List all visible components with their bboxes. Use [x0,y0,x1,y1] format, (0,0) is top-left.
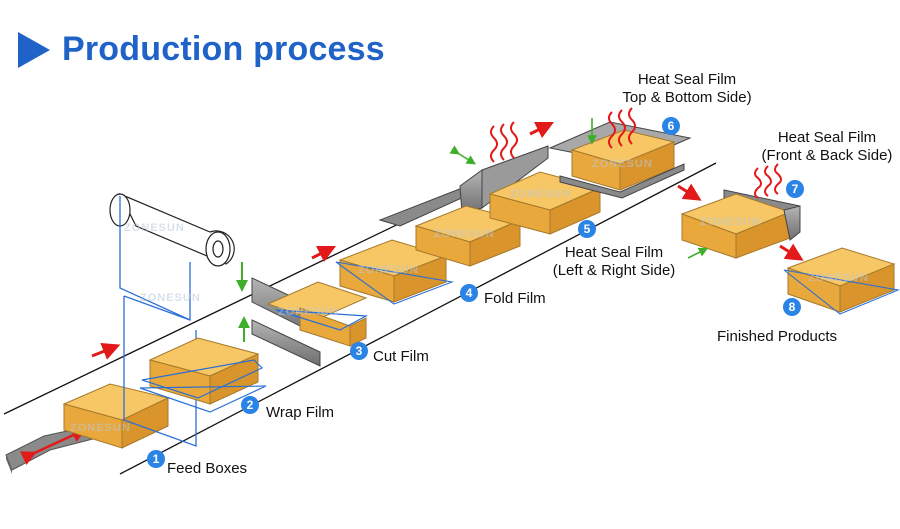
watermark: ZONESUN [70,422,131,434]
header-play-icon [18,32,50,68]
box-cut [266,281,369,347]
box-finished [783,247,900,315]
flow-arrow-icon [311,245,337,263]
step-label-cut-film: Cut Film [373,348,429,365]
step-label-fold-film: Fold Film [484,290,546,307]
step-label-feed-boxes: Feed Boxes [167,460,248,477]
step-badge-8: 8 [783,298,801,316]
watermark: ZONESUN [278,306,339,318]
watermark: ZONESUN [358,264,419,276]
step-label-seal-top-bottom: Heat Seal Film Top & Bottom Side) [614,71,760,107]
heat-wave-icon [754,163,782,199]
step-label-line: Top & Bottom Side) [622,89,752,106]
page-title: Production process [62,30,385,68]
watermark: ZONESUN [592,158,653,170]
step-label-seal-front-back: Heat Seal Film (Front & Back Side) [756,129,898,165]
step-label-wrap-film: Wrap Film [266,404,335,421]
box-feed [62,383,170,449]
box-wrapped [139,337,267,413]
step-badge-3: 3 [350,342,368,360]
watermark: ZONESUN [700,216,761,228]
step-label-line: Heat Seal Film [777,129,877,146]
flow-arrow-icon [779,243,804,261]
step-badge-6: 6 [662,117,680,135]
flow-arrow-icon [91,342,121,360]
step-label-finished-products: Finished Products [717,328,838,345]
step-badge-7: 7 [786,180,804,198]
front-sealer [680,189,801,259]
step-label-line: (Left & Right Side) [552,262,676,279]
heat-wave-icon [490,121,518,163]
step-label-line: Heat Seal Film [637,71,737,88]
motion-arrow-icon [449,145,477,165]
watermark: ZONESUN [140,292,201,304]
step-label-line: (Front & Back Side) [761,147,893,164]
step-badge-1: 1 [147,450,165,468]
motion-arrow-icon [687,247,709,259]
watermark: ZONESUN [124,222,185,234]
watermark: ZONESUN [434,228,495,240]
film-roll [109,192,235,267]
flow-arrow-icon [529,121,555,139]
step-badge-4: 4 [460,284,478,302]
watermark: ZONESUN [510,188,571,200]
watermark: ZONESUN [808,272,869,284]
heat-wave-icon [608,107,636,149]
step-badge-2: 2 [241,396,259,414]
flow-arrow-icon [677,183,702,201]
step-label-line: Heat Seal Film [564,244,664,261]
step-badge-5: 5 [578,220,596,238]
step-label-seal-left-right: Heat Seal Film (Left & Right Side) [548,244,680,280]
